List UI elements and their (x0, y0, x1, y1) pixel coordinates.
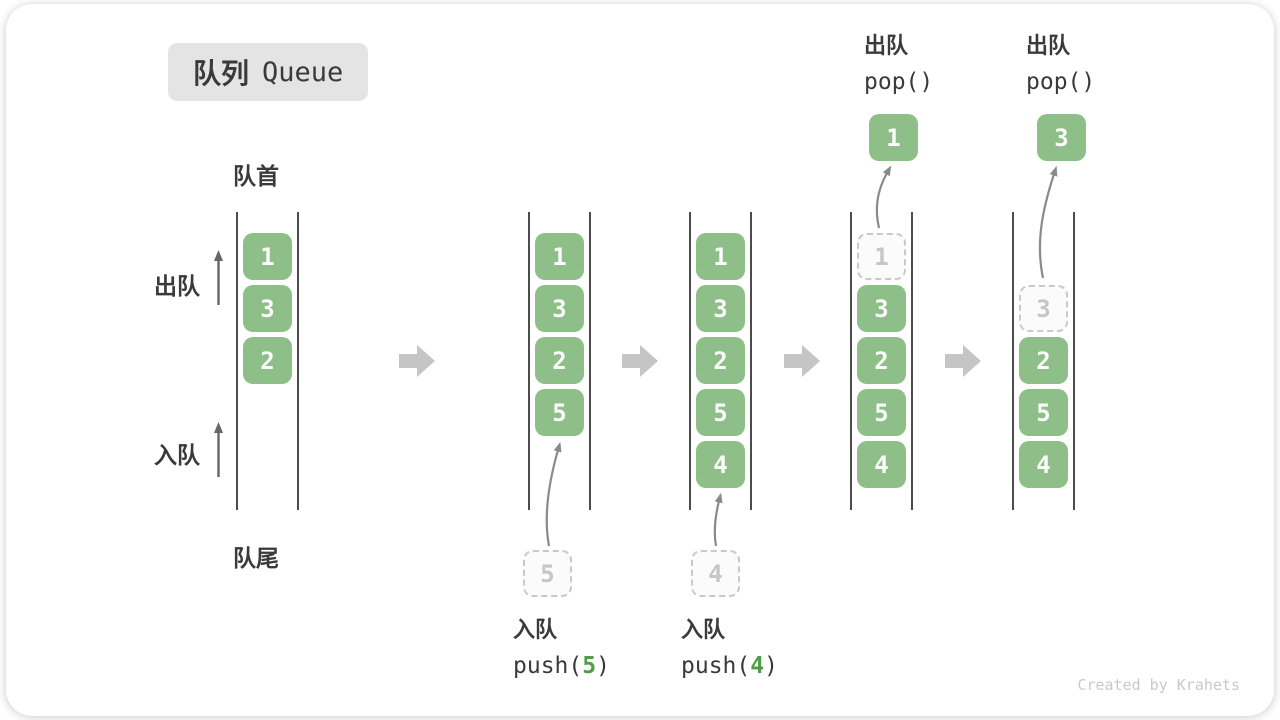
queue-cell: 2 (535, 337, 584, 384)
operation-label-pop3: 出队 pop() (1026, 28, 1095, 95)
label-enqueue: 入队 (154, 442, 200, 468)
queue-column-3: 1 3 2 5 4 (689, 212, 752, 510)
code-text: push( (513, 653, 583, 679)
queue-cell: 1 (696, 233, 745, 280)
incoming-cell: 4 (691, 550, 740, 597)
code-arg: 4 (750, 653, 765, 679)
operation-label-pop1: 出队 pop() (864, 28, 933, 95)
op-code: pop() (864, 69, 933, 95)
queue-cell: 1 (535, 233, 584, 280)
op-action: 出队 (1026, 33, 1071, 58)
op-code: push(5) (513, 653, 610, 679)
queue-cell: 5 (857, 389, 906, 436)
label-dequeue: 出队 (154, 273, 200, 299)
queue-cell: 5 (696, 389, 745, 436)
title-en: Queue (262, 56, 344, 88)
watermark: Created by Krahets (1077, 676, 1240, 694)
queue-cell: 5 (1019, 389, 1068, 436)
queue-cell: 1 (243, 233, 292, 280)
code-text: ) (1081, 69, 1096, 95)
code-text: pop( (864, 69, 920, 95)
queue-column-5: 3 2 5 4 (1012, 212, 1075, 510)
op-action: 入队 (681, 617, 726, 642)
diagram-card (6, 4, 1274, 716)
queue-cell: 4 (857, 441, 906, 488)
label-queue-front: 队首 (233, 163, 279, 189)
label-queue-rear: 队尾 (233, 545, 279, 571)
operation-label-push5: 入队 push(5) (513, 612, 610, 679)
queue-column-4: 1 3 2 5 4 (850, 212, 913, 510)
queue-cell: 3 (696, 285, 745, 332)
code-text: ) (764, 653, 778, 679)
queue-column-2: 1 3 2 5 (528, 212, 591, 510)
code-text: ) (596, 653, 610, 679)
queue-cell: 3 (243, 285, 292, 332)
code-text: ) (919, 69, 934, 95)
title-badge: 队列 Queue (168, 43, 369, 101)
popped-cell: 1 (869, 114, 918, 161)
queue-cell: 4 (1019, 441, 1068, 488)
queue-cell: 2 (857, 337, 906, 384)
op-action: 出队 (864, 33, 909, 58)
operation-label-push4: 入队 push(4) (681, 612, 778, 679)
queue-column-1: 1 3 2 (236, 212, 299, 510)
popped-cell: 3 (1037, 114, 1086, 161)
queue-cell: 3 (535, 285, 584, 332)
code-text: push( (681, 653, 751, 679)
queue-cell: 5 (535, 389, 584, 436)
queue-cell: 3 (857, 285, 906, 332)
code-arg: 5 (582, 653, 597, 679)
queue-cell: 2 (1019, 337, 1068, 384)
incoming-cell: 5 (523, 550, 572, 597)
op-action: 入队 (513, 617, 558, 642)
title-zh: 队列 (193, 58, 250, 89)
code-text: pop( (1026, 69, 1082, 95)
op-code: pop() (1026, 69, 1095, 95)
queue-cell: 4 (696, 441, 745, 488)
queue-cell: 2 (696, 337, 745, 384)
op-code: push(4) (681, 653, 778, 679)
queue-cell-removed: 3 (1019, 285, 1068, 332)
queue-cell: 2 (243, 337, 292, 384)
queue-cell-removed: 1 (857, 233, 906, 280)
